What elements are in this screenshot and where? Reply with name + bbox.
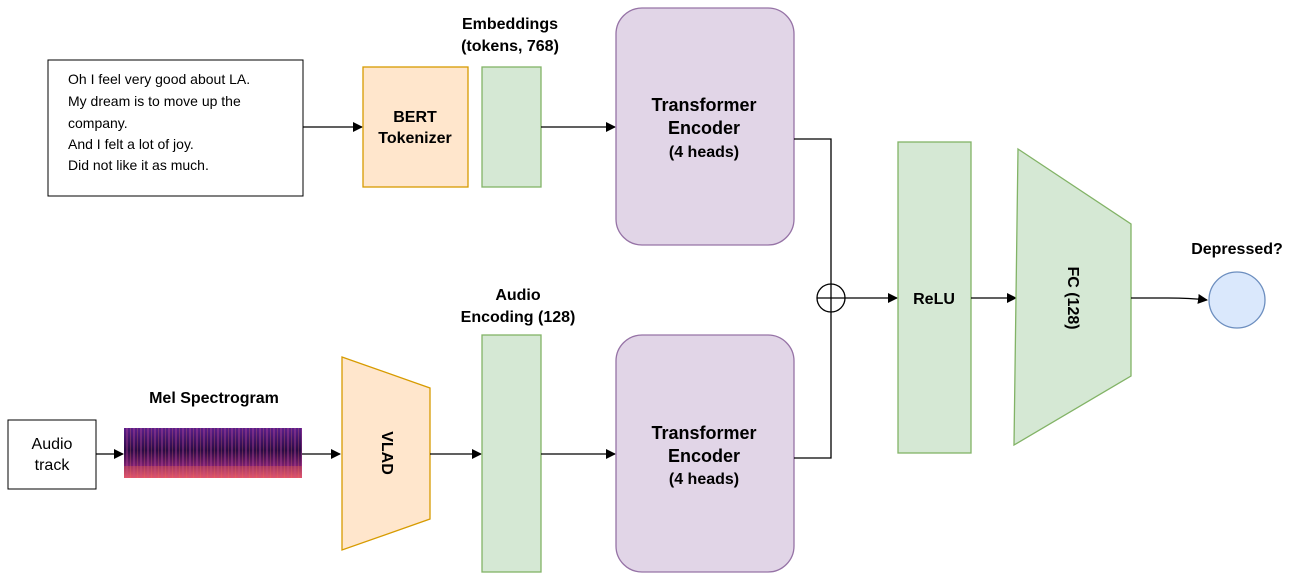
relu-node: ReLU <box>897 141 972 454</box>
edge-text-transformer-to-concat <box>794 138 832 284</box>
audio-encoding-label-line2: Encoding (128) <box>461 309 576 326</box>
bert-tokenizer-node: BERT Tokenizer <box>362 66 469 188</box>
text-transformer-line3: (4 heads) <box>669 144 739 161</box>
edge-audio-transformer-to-concat <box>794 312 832 459</box>
text-line: Did not like it as much. <box>68 157 209 173</box>
text-transformer-line2: Encoder <box>668 118 740 138</box>
bert-label-line2: Tokenizer <box>378 130 452 147</box>
audio-transformer-line2: Encoder <box>668 446 740 466</box>
fc-node: FC (128) <box>1013 147 1132 447</box>
audio-track-node: Audio track <box>7 419 97 490</box>
edge-fc-to-output <box>1131 293 1208 304</box>
audio-transformer-line3: (4 heads) <box>669 471 739 488</box>
embeddings-label-line1: Embeddings <box>462 16 558 33</box>
embeddings-node <box>481 66 542 188</box>
vlad-node: VLAD <box>341 356 431 551</box>
text-line: And I felt a lot of joy. <box>68 136 194 152</box>
text-input-box: Oh I feel very good about LA. My dream i… <box>47 59 304 197</box>
audio-track-line2: track <box>35 457 71 474</box>
text-transformer-line1: Transformer <box>651 95 756 115</box>
bert-label-line1: BERT <box>393 109 437 126</box>
concat-operator-icon <box>816 283 846 313</box>
audio-encoding-node <box>481 334 542 573</box>
vlad-label: VLAD <box>378 431 395 475</box>
text-line: company. <box>68 115 128 131</box>
fc-label: FC (128) <box>1064 266 1081 329</box>
audio-transformer-node: Transformer Encoder (4 heads) <box>615 334 795 573</box>
mel-spectrogram-label: Mel Spectrogram <box>149 390 279 407</box>
text-transformer-node: Transformer Encoder (4 heads) <box>615 7 795 246</box>
text-line: Oh I feel very good about LA. <box>68 71 250 87</box>
relu-label: ReLU <box>913 291 955 308</box>
embeddings-label-line2: (tokens, 768) <box>461 38 559 55</box>
audio-track-line1: Audio <box>32 436 73 453</box>
audio-encoding-label-line1: Audio <box>495 287 541 304</box>
text-line: My dream is to move up the <box>68 93 241 109</box>
mel-spectrogram-image <box>124 428 302 478</box>
audio-transformer-line1: Transformer <box>651 423 756 443</box>
output-node <box>1208 271 1266 329</box>
output-label: Depressed? <box>1191 241 1283 258</box>
